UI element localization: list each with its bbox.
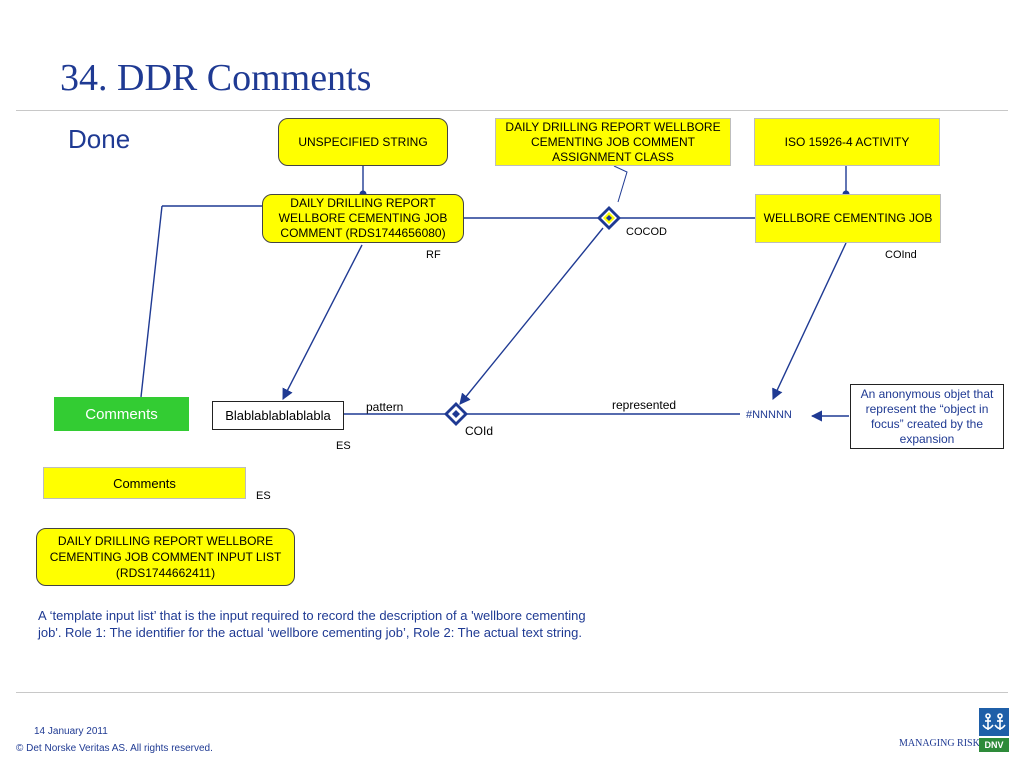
dnv-logo-text: DNV (984, 740, 1004, 750)
label-coind: COInd (885, 249, 917, 261)
dnv-logo-icon (979, 708, 1009, 752)
label-cocod: COCOD (626, 226, 667, 238)
node-comments-green: Comments (54, 397, 189, 431)
label-es-1: ES (336, 440, 351, 452)
status-label: Done (68, 124, 131, 154)
relation-diamond-coid-icon (444, 402, 468, 426)
node-unspecified-string: UNSPECIFIED STRING (278, 118, 448, 166)
node-comments-yellow: Comments (43, 467, 246, 499)
footer-divider (16, 692, 1008, 693)
node-ddr-comment: DAILY DRILLING REPORT WELLBORE CEMENTING… (262, 194, 464, 243)
arrow-comment-to-string (282, 244, 363, 400)
callout-pointer (613, 165, 628, 203)
arrow-job-to-anon (772, 242, 847, 401)
label-es-2: ES (256, 490, 271, 502)
slide-title: 34. DDR Comments (60, 57, 372, 99)
node-wellbore-cementing-job: WELLBORE CEMENTING JOB (755, 194, 941, 243)
footer-copyright: © Det Norske Veritas AS. All rights rese… (16, 743, 213, 754)
label-pattern: pattern (366, 400, 404, 414)
title-divider (16, 110, 1008, 111)
label-rf: RF (426, 249, 441, 261)
node-input-list: DAILY DRILLING REPORT WELLBORE CEMENTING… (36, 528, 295, 586)
footer-tagline: MANAGING RISK (899, 738, 980, 749)
description-text: A ‘template input list’ that is the inpu… (38, 608, 586, 640)
label-coid: COId (465, 424, 494, 438)
relation-diamond-cocod-icon (597, 206, 621, 230)
node-assignment-class: DAILY DRILLING REPORT WELLBORE CEMENTING… (495, 118, 731, 166)
label-represented: represented (612, 398, 677, 412)
node-anon-object: #NNNNN (746, 409, 792, 421)
line-comment-elbow-down (140, 205, 163, 398)
dnv-logo: DNV (979, 708, 1009, 752)
footer-date: 14 January 2011 (34, 726, 108, 737)
node-anon-note: An anonymous objet that represent the “o… (850, 384, 1004, 449)
arrow-cocod-to-coid (459, 227, 604, 405)
node-iso-activity: ISO 15926-4 ACTIVITY (754, 118, 940, 166)
node-text-string: Blablablablablabla (212, 401, 344, 430)
